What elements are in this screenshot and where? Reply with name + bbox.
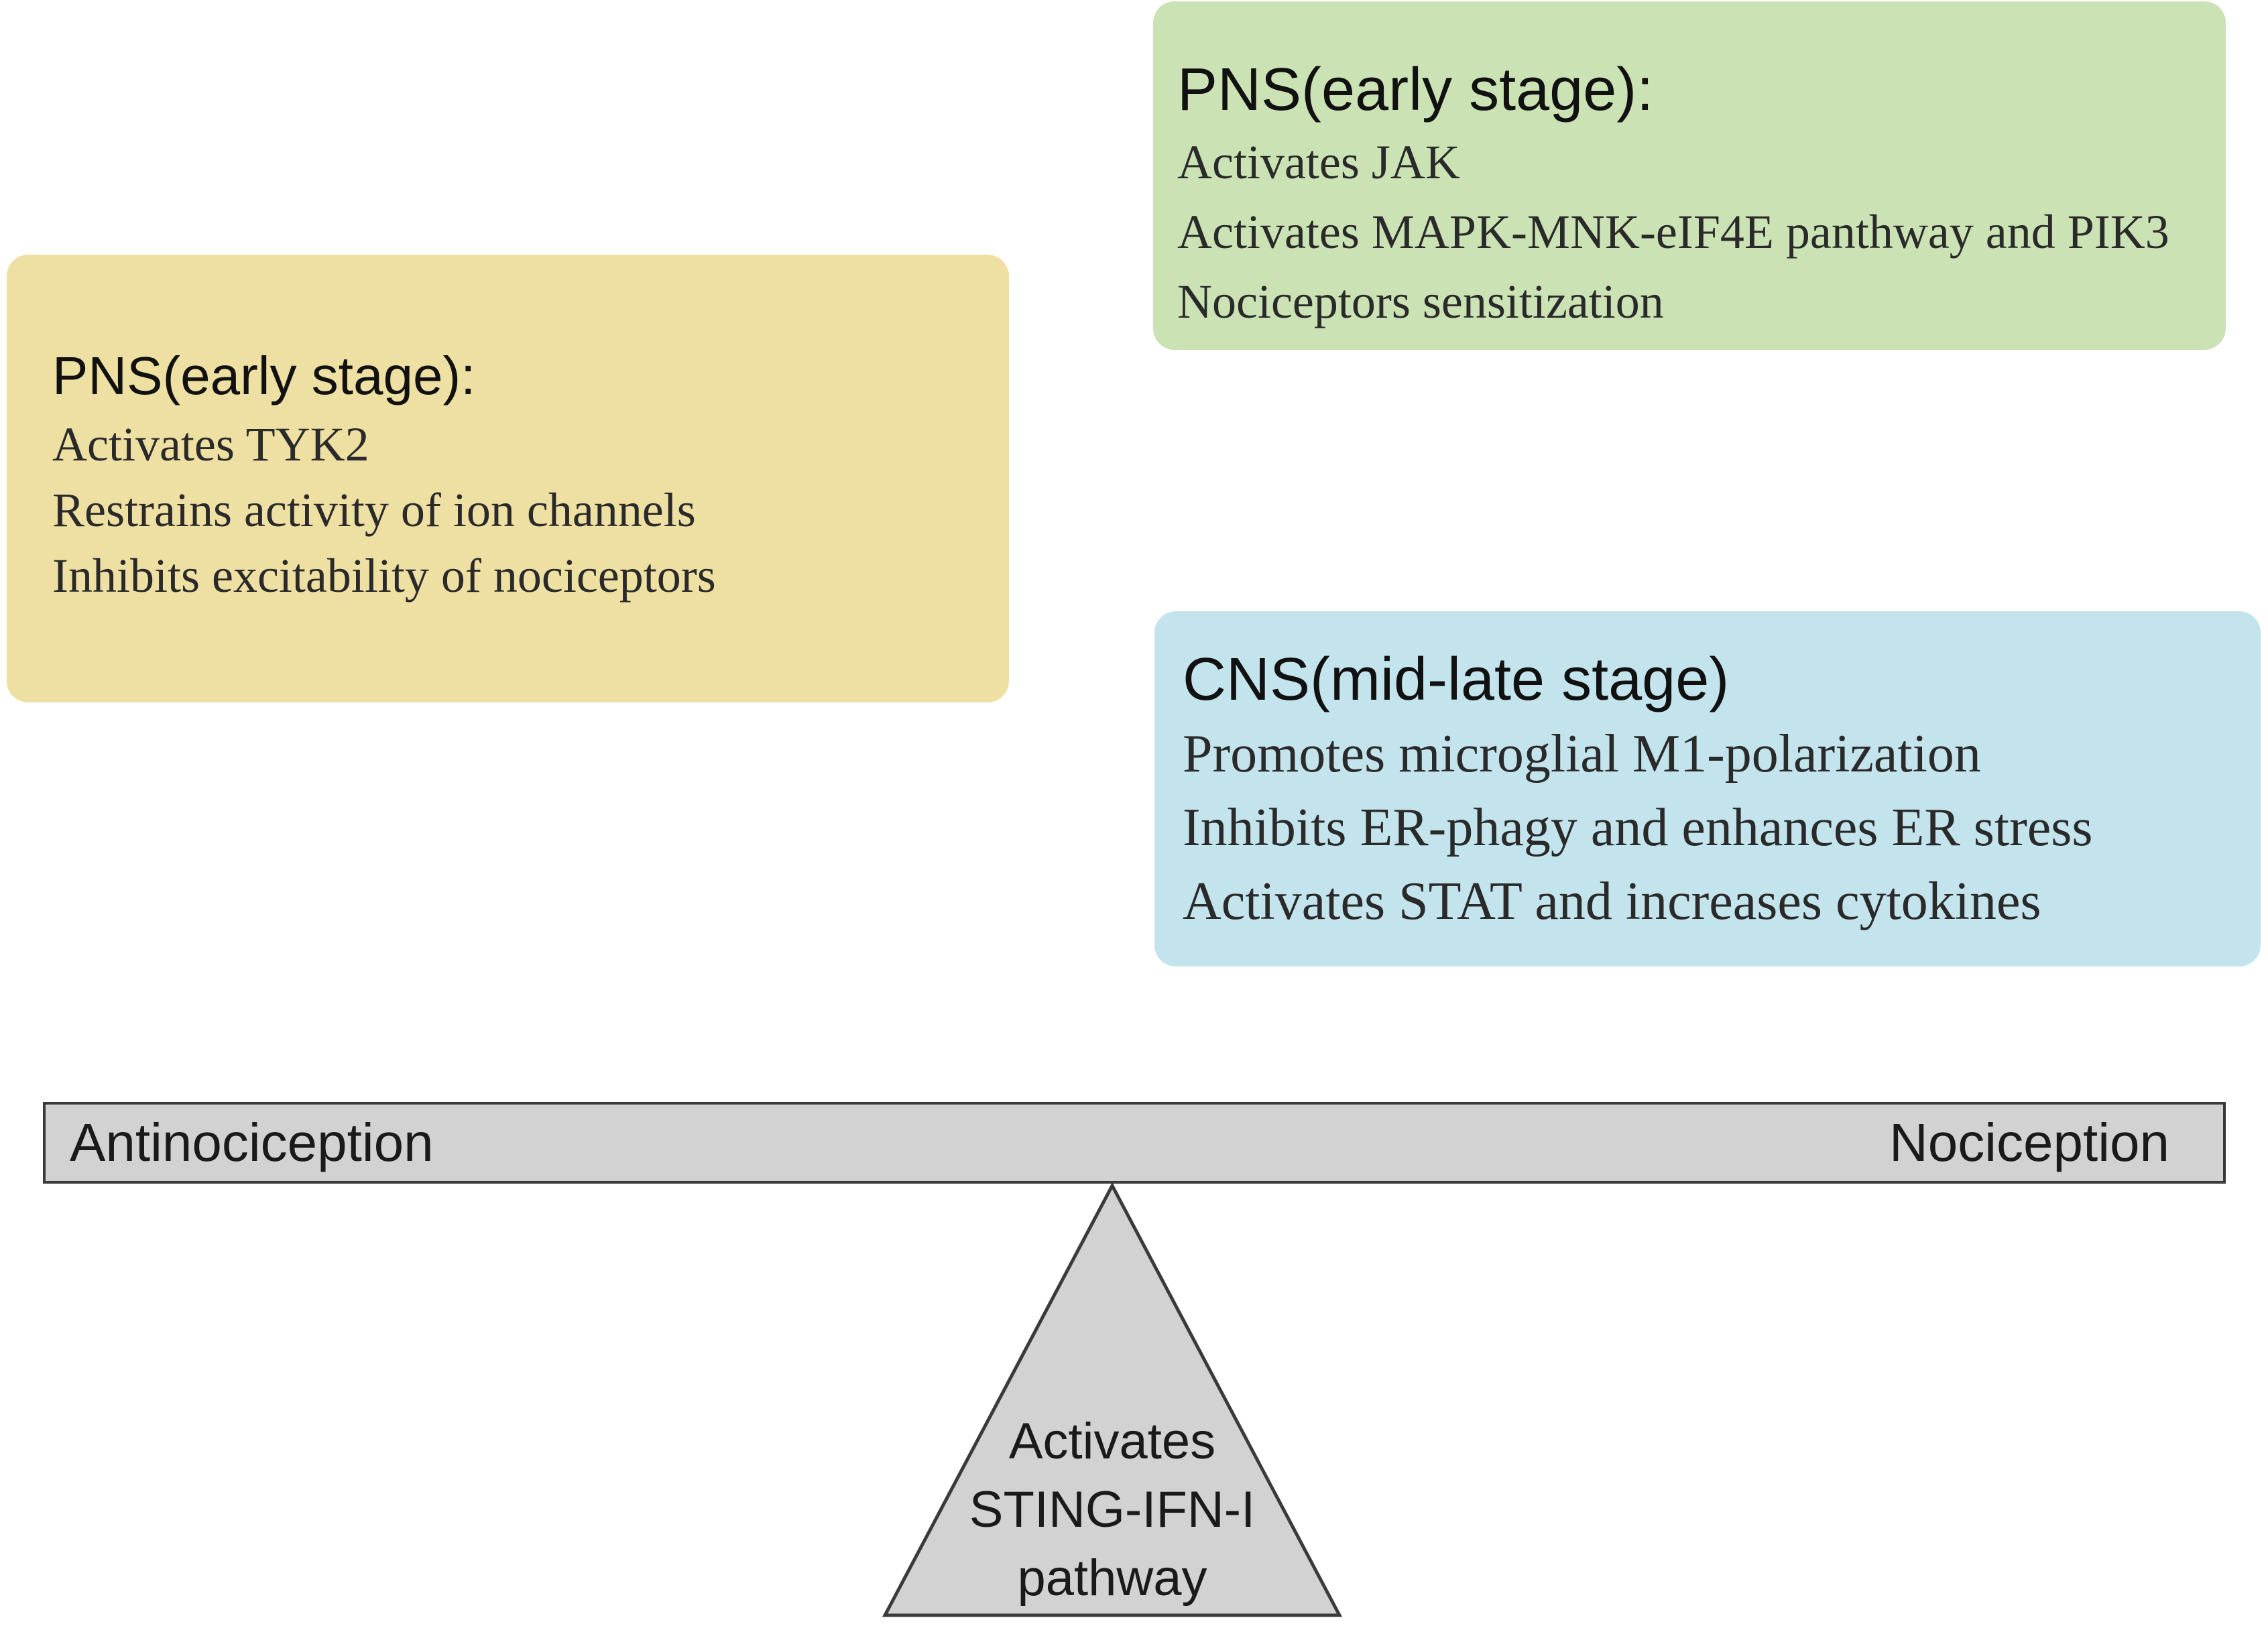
box-line: Activates STAT and increases cytokines [1183,872,2041,931]
fulcrum-shape [882,1182,1342,1617]
box-line: Restrains activity of ion channels [52,483,696,537]
balance-beam: Antinociception Nociception [43,1102,2226,1184]
box-heading: PNS(early stage): [1177,56,1654,123]
fulcrum-line: STING-IFN-I [969,1481,1256,1538]
box-heading: PNS(early stage): [52,346,476,405]
box-heading: CNS(mid-late stage) [1183,646,1730,713]
nociception-label: Nociception [1889,1113,2169,1172]
box-line: Nociceptors sensitization [1177,275,1664,328]
box-line: Inhibits ER-phagy and enhances ER stress [1183,798,2093,857]
pns-early-antinociception-box: PNS(early stage): Activates TYK2 Restrai… [7,255,1009,702]
box-line: Activates JAK [1177,135,1460,189]
fulcrum-line: Activates [1008,1413,1216,1470]
box-line: Promotes microglial M1-polarization [1183,725,1981,784]
antinociception-label: Antinociception [70,1113,434,1172]
box-line: Activates MAPK-MNK-eIF4E panthway and PI… [1177,205,2169,259]
fulcrum-triangle [882,1182,1342,1617]
fulcrum-label: Activates STING-IFN-I pathway [918,1407,1306,1613]
cns-mid-late-box: CNS(mid-late stage) Promotes microglial … [1154,611,2261,966]
pns-early-nociception-box: PNS(early stage): Activates JAK Activate… [1153,1,2226,350]
box-line: Inhibits excitability of nociceptors [52,549,716,603]
box-line: Activates TYK2 [52,418,369,471]
fulcrum-line: pathway [1017,1550,1207,1607]
